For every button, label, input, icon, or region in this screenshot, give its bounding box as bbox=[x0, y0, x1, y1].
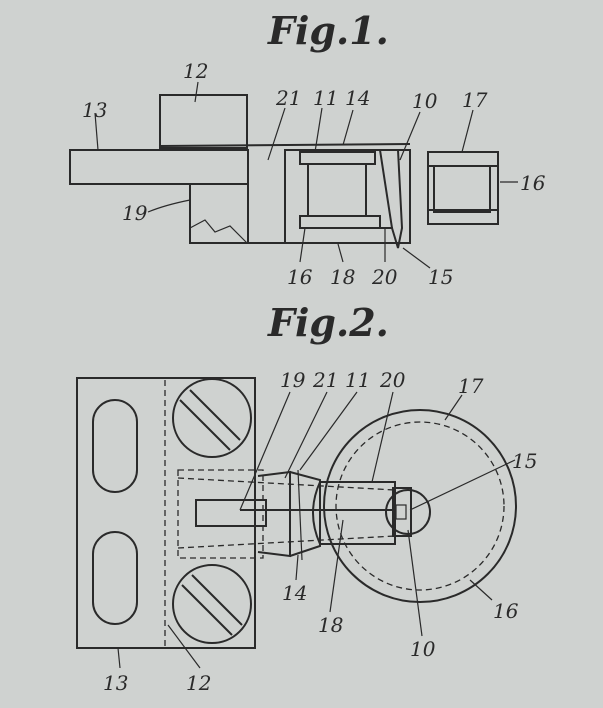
fig2-label-16: 16 bbox=[493, 599, 519, 623]
fig2-label-19: 19 bbox=[280, 368, 306, 392]
fig1-label-21: 21 bbox=[275, 86, 301, 110]
fig2-label-11: 11 bbox=[345, 368, 370, 392]
wheel-17 bbox=[323, 409, 517, 603]
part-11-housing bbox=[284, 149, 411, 244]
base-plate bbox=[76, 377, 256, 649]
fig2-label-18: 18 bbox=[318, 613, 343, 637]
fig1-label-10: 10 bbox=[412, 89, 438, 113]
wheel-inner-dashed bbox=[335, 421, 505, 591]
fig1-label-19: 19 bbox=[122, 201, 148, 225]
lower-slot bbox=[92, 531, 138, 625]
figure-1-title: Fig.1. bbox=[267, 8, 389, 53]
part-21-collar bbox=[257, 470, 291, 558]
needle-holder bbox=[392, 487, 412, 537]
figure-2-title: Fig.2. bbox=[267, 300, 389, 345]
fig1-label-20: 20 bbox=[371, 265, 398, 289]
dashed-line-upper bbox=[177, 477, 396, 491]
fig2-label-10: 10 bbox=[410, 637, 436, 661]
fig2-label-15: 15 bbox=[512, 449, 537, 473]
fig1-label-16-bottom: 16 bbox=[287, 265, 313, 289]
part-13-arm bbox=[69, 149, 249, 185]
part-12-block bbox=[159, 94, 248, 149]
fig2-label-12: 12 bbox=[186, 671, 211, 695]
figure-2-leaders bbox=[117, 391, 516, 669]
fig1-label-14: 14 bbox=[345, 86, 370, 110]
fig2-label-14: 14 bbox=[282, 581, 307, 605]
arm-dashed-body bbox=[177, 469, 264, 559]
fig2-label-20: 20 bbox=[379, 368, 406, 392]
fig1-label-18: 18 bbox=[330, 265, 355, 289]
fig1-label-12: 12 bbox=[183, 59, 208, 83]
fig2-label-17: 17 bbox=[458, 374, 484, 398]
sleeve-arc bbox=[312, 481, 321, 545]
lower-flange bbox=[299, 215, 381, 229]
figure-1-leaders bbox=[94, 81, 518, 269]
fig1-label-16-right: 16 bbox=[520, 171, 546, 195]
part-19-block bbox=[189, 184, 400, 244]
break-line bbox=[189, 219, 248, 244]
part-19-rod bbox=[195, 499, 267, 527]
fig1-label-11: 11 bbox=[313, 86, 338, 110]
fig1-label-13: 13 bbox=[82, 98, 107, 122]
fig1-label-17: 17 bbox=[462, 88, 488, 112]
part-14-line bbox=[297, 469, 303, 561]
needle-tip bbox=[395, 504, 407, 520]
fig2-label-21: 21 bbox=[312, 368, 338, 392]
wheel-rim-top bbox=[427, 151, 499, 167]
part-20-sleeve bbox=[319, 481, 396, 545]
lower-screw bbox=[172, 564, 252, 644]
needle-15 bbox=[379, 149, 404, 249]
fig1-label-15: 15 bbox=[428, 265, 453, 289]
upper-screw bbox=[172, 378, 252, 458]
taper-section bbox=[289, 471, 321, 557]
figure-2: Fig.2. bbox=[76, 300, 537, 695]
fig2-label-13: 13 bbox=[103, 671, 128, 695]
top-plate-line bbox=[159, 143, 411, 147]
coil-section-right bbox=[433, 165, 491, 213]
upper-slot bbox=[92, 399, 138, 493]
upper-flange bbox=[299, 151, 376, 165]
figure-1: Fig.1. bbox=[69, 8, 546, 289]
dashed-line-lower bbox=[177, 535, 396, 549]
coil-section-left bbox=[307, 163, 367, 217]
